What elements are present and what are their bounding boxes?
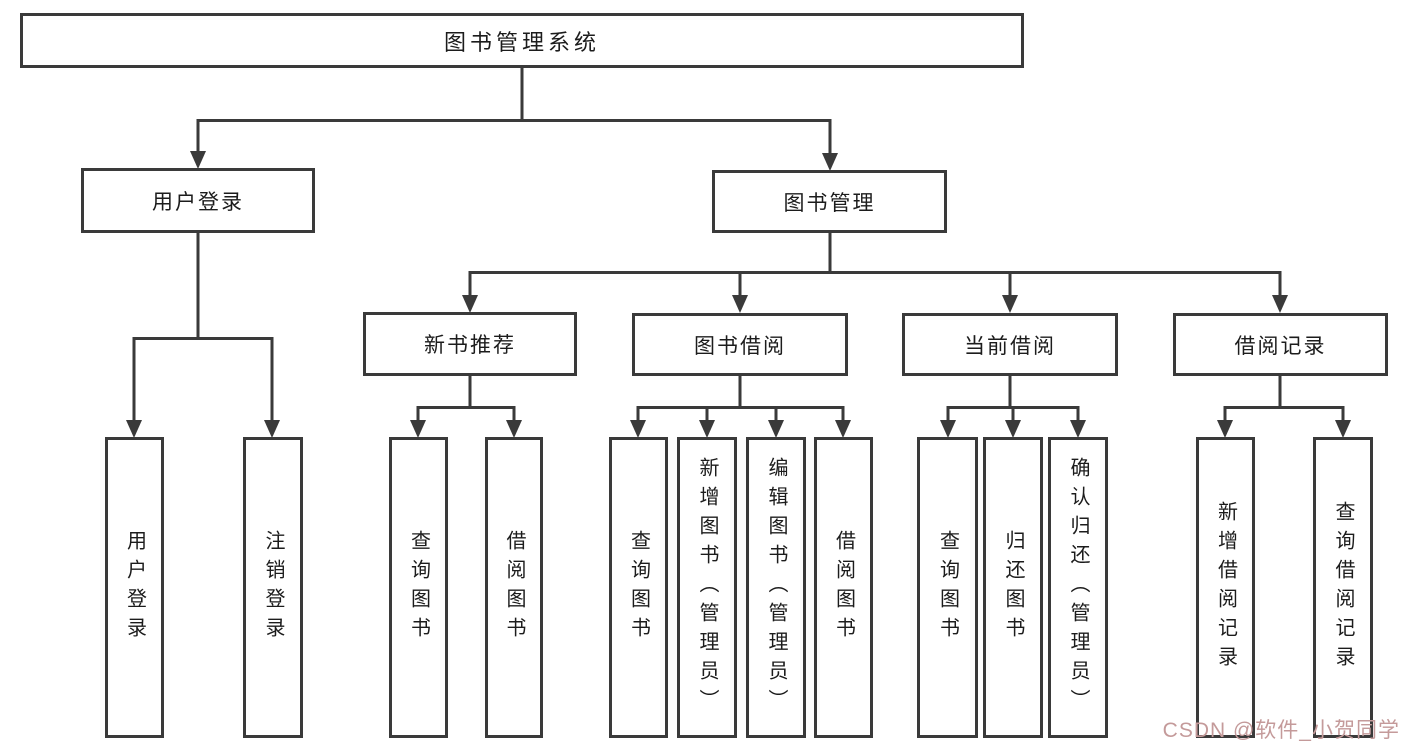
arrow-down-icon — [1335, 420, 1351, 438]
arrow-down-icon — [940, 420, 956, 438]
arrow-down-icon — [1005, 420, 1021, 438]
arrow-down-icon — [1002, 295, 1018, 313]
leaf-borrow-book: 借阅图书 — [814, 437, 873, 738]
leaf-edit-book-admin: 编辑图书（管理员） — [746, 437, 806, 738]
leaf-query-book-borrow: 查询图书 — [609, 437, 668, 738]
leaf-user-login: 用户登录 — [105, 437, 164, 738]
arrow-down-icon — [835, 420, 851, 438]
node-book-borrow: 图书借阅 — [632, 313, 848, 376]
node-book-management: 图书管理 — [712, 170, 947, 233]
arrow-down-icon — [630, 420, 646, 438]
arrow-down-icon — [1272, 295, 1288, 313]
node-borrow-records: 借阅记录 — [1173, 313, 1388, 376]
leaf-return-book: 归还图书 — [983, 437, 1043, 738]
arrow-down-icon — [768, 420, 784, 438]
arrow-down-icon — [732, 295, 748, 313]
arrow-down-icon — [506, 420, 522, 438]
connector-book-borrow-tee — [636, 375, 845, 421]
connector-user-login-tee — [132, 233, 274, 421]
leaf-query-borrow-record: 查询借阅记录 — [1313, 437, 1373, 738]
leaf-query-book-current: 查询图书 — [917, 437, 978, 738]
arrow-down-icon — [462, 295, 478, 313]
leaf-add-book-admin: 新增图书（管理员） — [677, 437, 737, 738]
arrow-down-icon — [264, 420, 280, 438]
node-new-book-recommend: 新书推荐 — [363, 312, 577, 376]
arrow-down-icon — [1217, 420, 1233, 438]
watermark: CSDN @软件_小贺同学 — [1162, 719, 1400, 742]
connector-new-book-tee — [416, 376, 516, 421]
arrow-down-icon — [126, 420, 142, 438]
connector-borrow-record-tee — [1223, 376, 1345, 421]
node-library-system: 图书管理系统 — [20, 13, 1024, 68]
connector-paths — [132, 67, 1345, 421]
leaf-add-borrow-record: 新增借阅记录 — [1196, 437, 1255, 738]
arrow-down-icon — [410, 420, 426, 438]
leaf-borrow-book-recommend: 借阅图书 — [485, 437, 543, 738]
node-current-borrow: 当前借阅 — [902, 313, 1118, 376]
connector-current-borrow-tee — [946, 376, 1080, 421]
connector-level2-tee — [196, 119, 832, 155]
connector-book-mgmt-tee — [468, 233, 1282, 296]
node-user-login: 用户登录 — [81, 168, 315, 233]
leaf-query-book-recommend: 查询图书 — [389, 437, 448, 738]
arrow-down-icon — [822, 153, 838, 171]
leaf-confirm-return-admin: 确认归还（管理员） — [1048, 437, 1108, 738]
arrowheads — [126, 151, 1351, 438]
arrow-down-icon — [190, 151, 206, 169]
leaf-logout: 注销登录 — [243, 437, 303, 738]
arrow-down-icon — [1070, 420, 1086, 438]
arrow-down-icon — [699, 420, 715, 438]
